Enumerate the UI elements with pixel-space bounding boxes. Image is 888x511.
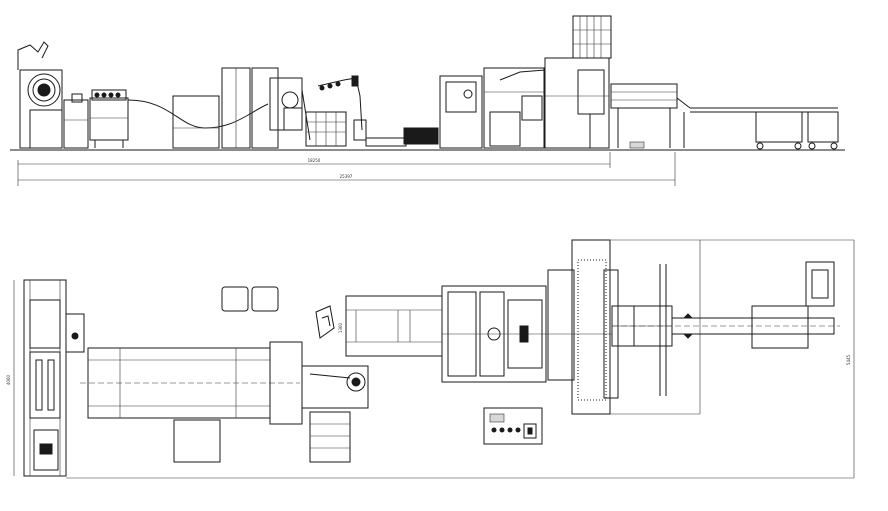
- control-panel: [483, 407, 543, 445]
- decoiler: [17, 41, 63, 149]
- main-machine: [439, 67, 545, 149]
- right-width-label: 5445: [846, 354, 851, 365]
- electric-cabinets: [221, 67, 279, 149]
- coil-box-1: [221, 286, 249, 312]
- elevation-dimensions: 18250 25397: [17, 152, 676, 186]
- coil-box-2: [251, 286, 279, 312]
- stack-conveyor: [365, 127, 439, 147]
- plan-loop-table: [80, 341, 303, 425]
- plan-decoiler: [23, 279, 85, 477]
- inner-length-label: 18250: [308, 158, 321, 163]
- plan-transfer-table: 1360: [338, 295, 443, 357]
- tower-unit: [499, 15, 612, 149]
- left-width-label: 4060: [6, 374, 11, 385]
- overall-length-label: 25397: [340, 174, 353, 179]
- plan-outline: 5445: [66, 239, 855, 479]
- box-label: 1360: [338, 322, 343, 333]
- plan-view: 4060: [6, 239, 855, 479]
- loop-frame: [172, 95, 220, 149]
- loading-frame: [63, 93, 89, 149]
- straightener: [89, 89, 129, 148]
- plan-operator-box: [173, 419, 221, 463]
- plan-main-machine: [441, 285, 547, 383]
- discharge-conveyor: [610, 83, 839, 150]
- plan-left-dimension: 4060: [6, 280, 15, 476]
- plan-discharge: [611, 261, 840, 396]
- plan-robot: [301, 305, 369, 463]
- robot-unit: [305, 75, 367, 147]
- plan-tower: [546, 239, 619, 415]
- servo-feeder: [269, 77, 311, 141]
- elevation-view: 18250 25397: [10, 15, 845, 186]
- strip-loop: [127, 99, 269, 129]
